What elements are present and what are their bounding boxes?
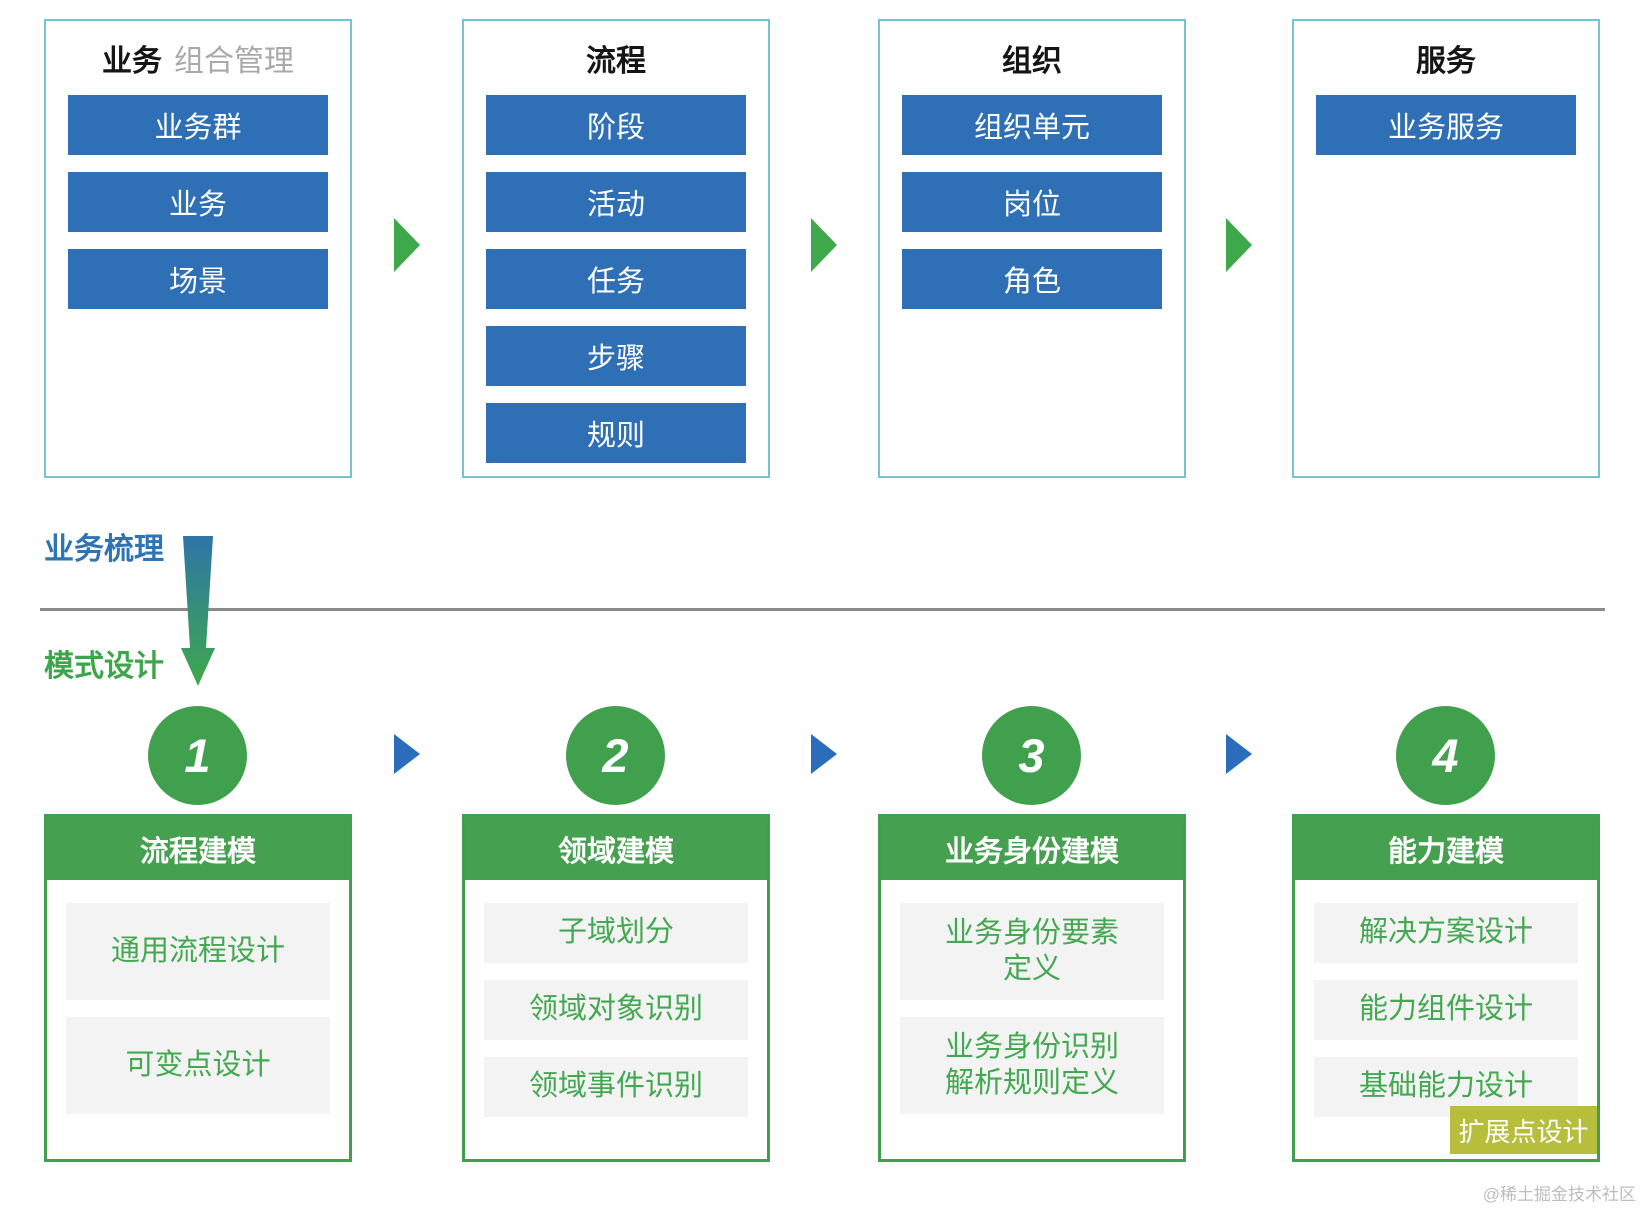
- box-title-main: 流程: [586, 45, 646, 78]
- top-box-organization: 组织 组织单元 岗位 角色: [878, 19, 1186, 478]
- top-box-business: 业务 组合管理 业务群 业务 场景: [44, 19, 352, 478]
- top-box-service: 服务 业务服务: [1292, 19, 1600, 478]
- step-circle: 2: [566, 706, 665, 805]
- capability-chip: 角色: [902, 249, 1162, 309]
- step-number: 3: [1018, 729, 1045, 782]
- step-arrow-icon: [811, 734, 837, 774]
- capability-chip: 阶段: [486, 95, 746, 155]
- box-item-list: 业务群 业务 场景: [46, 95, 350, 309]
- capability-chip: 业务群: [68, 95, 328, 155]
- box-item-list: 业务服务: [1294, 95, 1598, 155]
- step-header: 能力建模: [1295, 817, 1597, 880]
- step-box-process-modeling: 流程建模 通用流程设计 可变点设计: [44, 814, 352, 1162]
- box-title-main: 业务: [102, 45, 162, 78]
- capability-chip: 场景: [68, 249, 328, 309]
- step-circle: 4: [1396, 706, 1495, 805]
- box-title: 业务 组合管理: [46, 21, 350, 95]
- step-item-list: 子域划分 领域对象识别 领域事件识别: [465, 880, 767, 1117]
- box-item-list: 组织单元 岗位 角色: [880, 95, 1184, 309]
- box-title-main: 服务: [1416, 45, 1476, 78]
- step-header: 领域建模: [465, 817, 767, 880]
- box-item-list: 阶段 活动 任务 步骤 规则: [464, 95, 768, 463]
- phase-label-business-analysis: 业务梳理: [44, 533, 164, 566]
- flow-arrow-icon: [1226, 218, 1252, 272]
- extension-point-badge: 扩展点设计: [1450, 1106, 1597, 1154]
- step-box-identity-modeling: 业务身份建模 业务身份要素 定义 业务身份识别 解析规则定义: [878, 814, 1186, 1162]
- flow-arrow-icon: [394, 218, 420, 272]
- capability-chip: 组织单元: [902, 95, 1162, 155]
- transition-arrow-icon: [181, 536, 215, 686]
- phase-label-pattern-design: 模式设计: [44, 650, 164, 683]
- box-title-main: 组织: [1002, 45, 1062, 78]
- step-item: 领域对象识别: [484, 980, 748, 1040]
- step-item: 能力组件设计: [1314, 980, 1578, 1040]
- step-arrow-icon: [1226, 734, 1252, 774]
- step-item-list: 解决方案设计 能力组件设计 基础能力设计: [1295, 880, 1597, 1117]
- step-item: 业务身份要素 定义: [900, 903, 1164, 1000]
- step-arrow-icon: [394, 734, 420, 774]
- step-item: 业务身份识别 解析规则定义: [900, 1017, 1164, 1114]
- box-title: 流程: [464, 21, 768, 95]
- step-item-list: 通用流程设计 可变点设计: [47, 880, 349, 1114]
- capability-chip: 业务: [68, 172, 328, 232]
- step-number: 4: [1432, 729, 1459, 782]
- capability-chip: 岗位: [902, 172, 1162, 232]
- box-title: 组织: [880, 21, 1184, 95]
- step-header: 业务身份建模: [881, 817, 1183, 880]
- step-item-list: 业务身份要素 定义 业务身份识别 解析规则定义: [881, 880, 1183, 1114]
- step-item: 解决方案设计: [1314, 903, 1578, 963]
- step-circle: 1: [148, 706, 247, 805]
- flow-arrow-icon: [811, 218, 837, 272]
- step-item: 通用流程设计: [66, 903, 330, 1000]
- box-title: 服务: [1294, 21, 1598, 95]
- watermark: @稀土掘金技术社区: [1482, 1185, 1636, 1204]
- phase-divider-line: [40, 608, 1605, 611]
- step-box-domain-modeling: 领域建模 子域划分 领域对象识别 领域事件识别: [462, 814, 770, 1162]
- capability-chip: 活动: [486, 172, 746, 232]
- top-box-process: 流程 阶段 活动 任务 步骤 规则: [462, 19, 770, 478]
- step-header: 流程建模: [47, 817, 349, 880]
- capability-chip: 业务服务: [1316, 95, 1576, 155]
- step-item: 领域事件识别: [484, 1057, 748, 1117]
- step-item: 子域划分: [484, 903, 748, 963]
- step-item: 基础能力设计: [1314, 1057, 1578, 1117]
- capability-chip: 步骤: [486, 326, 746, 386]
- step-box-capability-modeling: 能力建模 解决方案设计 能力组件设计 基础能力设计 扩展点设计: [1292, 814, 1600, 1162]
- capability-chip: 规则: [486, 403, 746, 463]
- capability-chip: 任务: [486, 249, 746, 309]
- box-title-suffix: 组合管理: [174, 45, 294, 78]
- step-item: 可变点设计: [66, 1017, 330, 1114]
- step-circle: 3: [982, 706, 1081, 805]
- step-number: 1: [184, 729, 211, 782]
- step-number: 2: [602, 729, 629, 782]
